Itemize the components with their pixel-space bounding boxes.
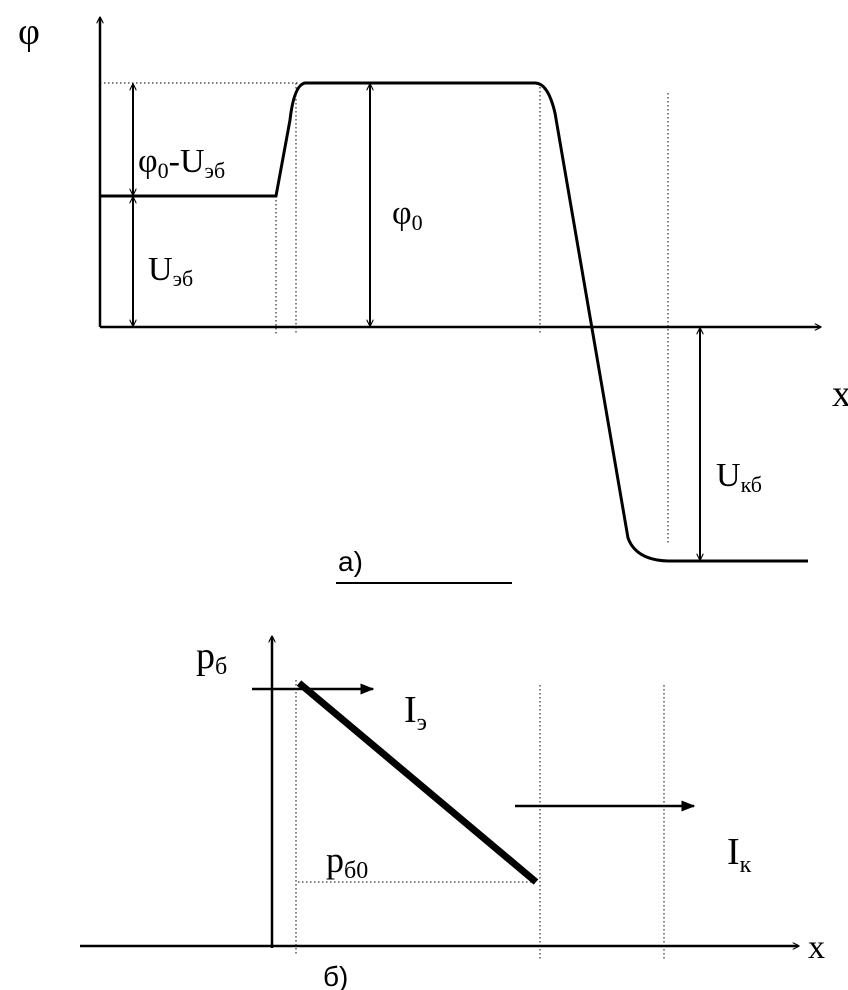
guide-lines-b	[295, 680, 665, 960]
panel-a: φ x φ0-Uэб Uэб φ0 Uкб а)	[18, 11, 848, 584]
phi0-label: φ0	[392, 195, 423, 235]
panel-b: pб x Iэ Iк pб0 б)	[80, 635, 825, 990]
potential-curve	[100, 81, 808, 563]
x-axis-label-b: x	[808, 929, 825, 966]
x-axis-label-a: x	[832, 373, 848, 415]
ukb-label: Uкб	[716, 457, 762, 497]
emitter-current-label: Iэ	[404, 689, 427, 736]
pb-axis-label: pб	[196, 635, 227, 680]
ueb-label: Uэб	[148, 251, 193, 291]
pb0-label: pб0	[326, 840, 368, 884]
panel-b-caption: б)	[323, 961, 348, 990]
panel-a-caption: а)	[338, 546, 363, 577]
phi-axis-label: φ	[18, 11, 40, 53]
phi0-minus-ueb-label: φ0-Uэб	[138, 143, 225, 183]
guide-lines-a	[100, 82, 669, 545]
hole-concentration-line	[296, 680, 539, 885]
collector-current-label: Iк	[727, 831, 752, 878]
